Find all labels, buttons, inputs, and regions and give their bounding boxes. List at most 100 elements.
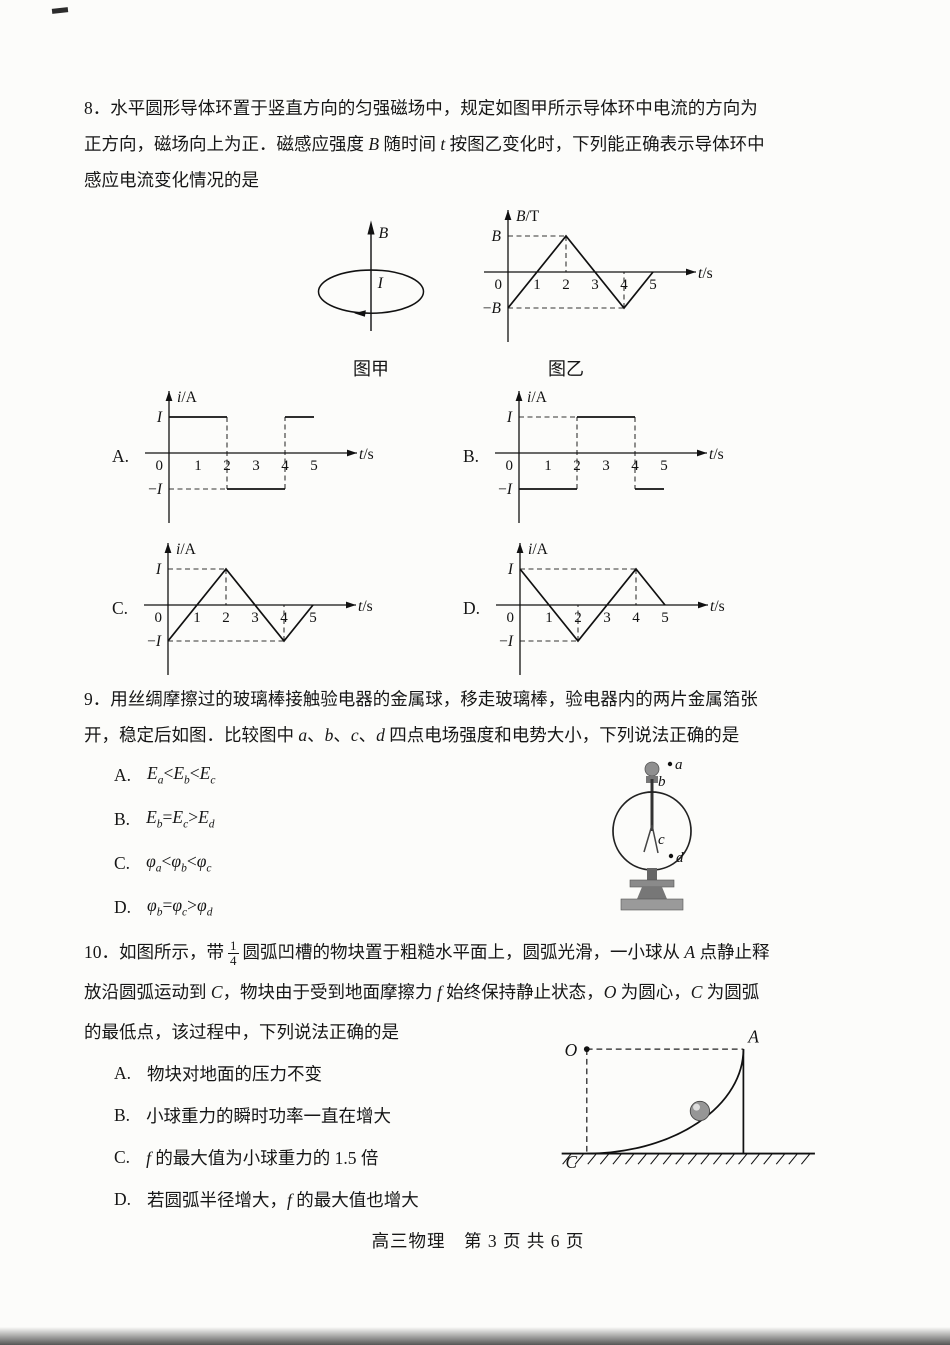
- svg-text:1: 1: [193, 610, 201, 626]
- q8-option-a-label: A.: [112, 445, 130, 466]
- q10-left-column: 的最低点，该过程中，下列说法正确的是 A. 物块对地面的压力不变 B. 小球重力…: [84, 1012, 552, 1220]
- svg-text:1: 1: [194, 458, 202, 474]
- q10-body: 的最低点，该过程中，下列说法正确的是 A. 物块对地面的压力不变 B. 小球重力…: [84, 1012, 872, 1220]
- svg-text:4: 4: [280, 610, 288, 626]
- svg-text:t/s: t/s: [698, 265, 713, 282]
- b-field-arrowhead: [367, 220, 375, 235]
- ground-hatching: [562, 1153, 811, 1165]
- svg-text:5: 5: [309, 610, 317, 626]
- svg-text:0: 0: [507, 610, 515, 626]
- q10-option-c-text: f 的最大值为小球重力的 1.5 倍: [146, 1147, 379, 1168]
- q9-options: A. Ea<Eb<Ec B. Eb=Ec>Ed C. φa<φb<φc D. φ…: [84, 753, 594, 929]
- q10-line-2: 放沿圆弧运动到 C，物块由于受到地面摩擦力 f 始终保持静止状态，O 为圆心，C…: [84, 982, 760, 1002]
- label-A: A: [747, 1026, 759, 1046]
- q9-option-d: D. φb=φc>φd: [114, 885, 594, 929]
- label-O: O: [565, 1040, 578, 1060]
- svg-text:0: 0: [156, 458, 164, 474]
- svg-text:−I: −I: [148, 481, 163, 498]
- svg-text:B/T: B/T: [516, 208, 540, 225]
- scan-shadow: [0, 1327, 950, 1345]
- svg-text:3: 3: [252, 458, 260, 474]
- q9-option-d-formula: φb=φc>φd: [147, 895, 213, 919]
- q8-option-b-label: B.: [463, 445, 480, 466]
- question-9: 9．用丝绸摩擦过的玻璃棒接触验电器的金属球，移走玻璃棒，验电器内的两片金属箔张 …: [84, 681, 872, 932]
- svg-text:1: 1: [545, 610, 553, 626]
- point-a-dot: [667, 761, 673, 767]
- svg-text:3: 3: [251, 610, 259, 626]
- q10-option-d-label: D.: [114, 1188, 132, 1209]
- svg-text:−I: −I: [498, 481, 513, 498]
- q10-option-b-label: B.: [114, 1104, 131, 1125]
- svg-text:4: 4: [620, 277, 628, 293]
- stand-neck: [647, 868, 657, 880]
- svg-text:t/s: t/s: [709, 446, 724, 463]
- q9-option-a-formula: Ea<Eb<Ec: [147, 763, 216, 787]
- q10-option-c-label: C.: [114, 1146, 131, 1167]
- svg-text:5: 5: [661, 610, 669, 626]
- stand-plate: [629, 879, 675, 888]
- q10-option-b: B. 小球重力的瞬时功率一直在增大: [114, 1094, 552, 1136]
- arc-surface: [586, 1049, 745, 1155]
- svg-text:0: 0: [495, 277, 503, 293]
- svg-text:−I: −I: [147, 633, 162, 650]
- point-c-label: c: [658, 832, 665, 848]
- svg-text:2: 2: [223, 458, 231, 474]
- svg-text:B: B: [492, 228, 502, 245]
- q9-line-2: 开，稳定后如图．比较图中 a、b、c、d 四点电场强度和电势大小，下列说法正确的…: [84, 725, 740, 745]
- q9-text: 9．用丝绸摩擦过的玻璃棒接触验电器的金属球，移走玻璃棒，验电器内的两片金属箔张 …: [84, 681, 872, 753]
- ball-highlight: [693, 1103, 700, 1111]
- page-footer: 高三物理 第 3 页 共 6 页: [371, 1231, 585, 1251]
- svg-text:4: 4: [631, 458, 639, 474]
- svg-text:I: I: [506, 409, 513, 426]
- q10-option-d-text: 若圆弧半径增大，f 的最大值也增大: [147, 1189, 419, 1210]
- q8-line-2: 正方向，磁场向上为正．磁感应强度 B 随时间 t 按图乙变化时，下列能正确表示导…: [84, 134, 765, 154]
- svg-text:i/A: i/A: [527, 389, 548, 406]
- svg-text:t/s: t/s: [710, 598, 725, 615]
- q9-option-b: B. Eb=Ec>Ed: [114, 797, 594, 841]
- svg-text:2: 2: [222, 610, 230, 626]
- q10-option-d: D. 若圆弧半径增大，f 的最大值也增大: [114, 1178, 552, 1220]
- svg-text:3: 3: [591, 277, 599, 293]
- stand-base: [620, 898, 684, 911]
- q9-option-d-label: D.: [114, 896, 132, 917]
- q9-body: A. Ea<Eb<Ec B. Eb=Ec>Ed C. φa<φb<φc D. φ…: [84, 753, 872, 932]
- svg-text:2: 2: [574, 610, 582, 626]
- svg-text:4: 4: [632, 610, 640, 626]
- q10-option-a-label: A.: [114, 1062, 132, 1083]
- current-label: I: [377, 275, 384, 292]
- q8-option-d-label: D.: [463, 597, 481, 618]
- svg-text:0: 0: [506, 458, 514, 474]
- electroscope-diagram: a b c d: [612, 757, 692, 911]
- svg-text:2: 2: [562, 277, 570, 293]
- fig-jia-caption: 图甲: [353, 359, 389, 379]
- q10-option-a: A. 物块对地面的压力不变: [114, 1052, 552, 1094]
- q9-line-1: 9．用丝绸摩擦过的玻璃棒接触验电器的金属球，移走玻璃棒，验电器内的两片金属箔张: [84, 689, 758, 709]
- point-a-label: a: [675, 757, 683, 773]
- svg-text:I: I: [155, 561, 162, 578]
- svg-text:1: 1: [544, 458, 552, 474]
- leaf-right: [651, 824, 659, 854]
- point-d-label: d: [676, 850, 684, 866]
- q9-option-c-formula: φa<φb<φc: [146, 851, 212, 875]
- svg-text:5: 5: [649, 277, 657, 293]
- svg-text:t/s: t/s: [358, 598, 373, 615]
- b-field-label: B: [379, 225, 389, 242]
- q9-option-b-formula: Eb=Ec>Ed: [146, 807, 215, 831]
- stand-pedestal: [637, 887, 667, 899]
- q10-option-a-text: 物块对地面的压力不变: [147, 1063, 323, 1084]
- point-d-dot: [668, 853, 674, 859]
- conductor-ring: [317, 269, 425, 314]
- q8-text: 8．水平圆形导体环置于竖直方向的匀强磁场中，规定如图甲所示导体环中电流的方向为 …: [84, 90, 872, 198]
